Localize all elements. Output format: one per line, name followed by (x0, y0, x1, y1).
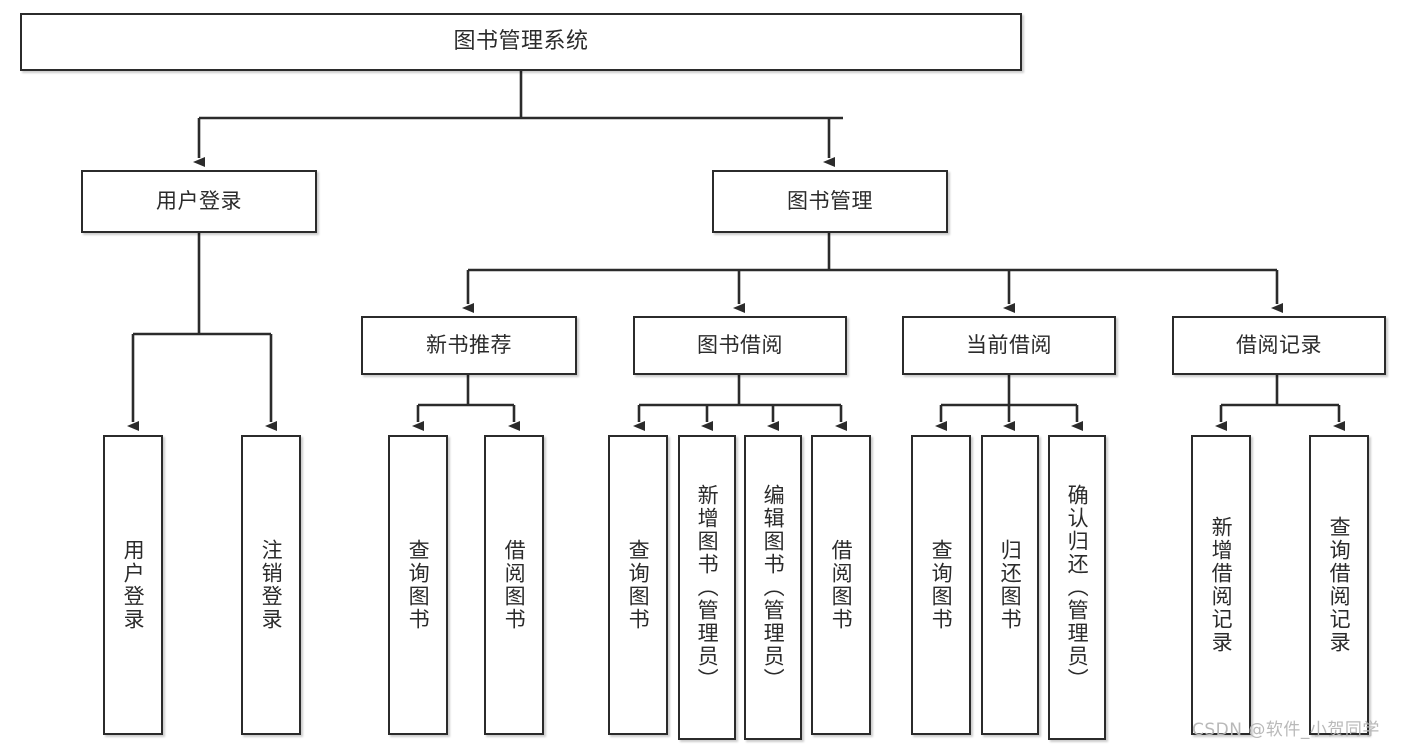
leaf-borrow-borrow-book[interactable]: 借阅图书 (811, 435, 871, 735)
leaf-current-return-book-label: 归还图书 (998, 539, 1023, 631)
node-user-login[interactable]: 用户登录 (81, 170, 317, 233)
leaf-current-query-book-label: 查询图书 (929, 539, 954, 631)
leaf-record-add-record[interactable]: 新增借阅记录 (1191, 435, 1251, 735)
node-borrow-record[interactable]: 借阅记录 (1172, 316, 1386, 375)
leaf-borrow-borrow-book-label: 借阅图书 (829, 539, 854, 631)
node-book-management[interactable]: 图书管理 (712, 170, 948, 233)
node-borrow-record-label: 借阅记录 (1236, 333, 1322, 358)
leaf-recommend-borrow-book-label: 借阅图书 (502, 539, 527, 631)
leaf-record-query-record[interactable]: 查询借阅记录 (1309, 435, 1369, 735)
node-book-borrow[interactable]: 图书借阅 (633, 316, 847, 375)
leaf-record-query-record-label: 查询借阅记录 (1327, 516, 1352, 654)
node-new-book-recommend-label: 新书推荐 (426, 333, 512, 358)
leaf-current-confirm-return-admin[interactable]: 确认归还（管理员） (1048, 435, 1106, 740)
leaf-current-confirm-return-admin-label: 确认归还（管理员） (1065, 484, 1090, 691)
leaf-logout-label: 注销登录 (259, 539, 284, 631)
node-user-login-label: 用户登录 (156, 189, 242, 214)
leaf-logout[interactable]: 注销登录 (241, 435, 301, 735)
leaf-borrow-add-book-admin[interactable]: 新增图书（管理员） (678, 435, 736, 740)
leaf-borrow-edit-book-admin-label: 编辑图书（管理员） (761, 484, 786, 691)
node-book-borrow-label: 图书借阅 (697, 333, 783, 358)
leaf-current-query-book[interactable]: 查询图书 (911, 435, 971, 735)
leaf-borrow-query-book[interactable]: 查询图书 (608, 435, 668, 735)
leaf-recommend-query-book-label: 查询图书 (406, 539, 431, 631)
leaf-borrow-edit-book-admin[interactable]: 编辑图书（管理员） (744, 435, 802, 740)
leaf-current-return-book[interactable]: 归还图书 (981, 435, 1039, 735)
leaf-borrow-add-book-admin-label: 新增图书（管理员） (695, 484, 720, 691)
leaf-record-add-record-label: 新增借阅记录 (1209, 516, 1234, 654)
leaf-borrow-query-book-label: 查询图书 (626, 539, 651, 631)
node-new-book-recommend[interactable]: 新书推荐 (361, 316, 577, 375)
leaf-user-login[interactable]: 用户登录 (103, 435, 163, 735)
node-book-management-label: 图书管理 (787, 189, 873, 214)
leaf-user-login-label: 用户登录 (121, 539, 146, 631)
leaf-recommend-borrow-book[interactable]: 借阅图书 (484, 435, 544, 735)
leaf-recommend-query-book[interactable]: 查询图书 (388, 435, 448, 735)
watermark-text: CSDN @软件_小贺同学 (1192, 720, 1380, 740)
node-root-label: 图书管理系统 (453, 29, 589, 55)
node-current-borrow[interactable]: 当前借阅 (902, 316, 1116, 375)
node-root[interactable]: 图书管理系统 (20, 13, 1022, 71)
node-current-borrow-label: 当前借阅 (966, 333, 1052, 358)
